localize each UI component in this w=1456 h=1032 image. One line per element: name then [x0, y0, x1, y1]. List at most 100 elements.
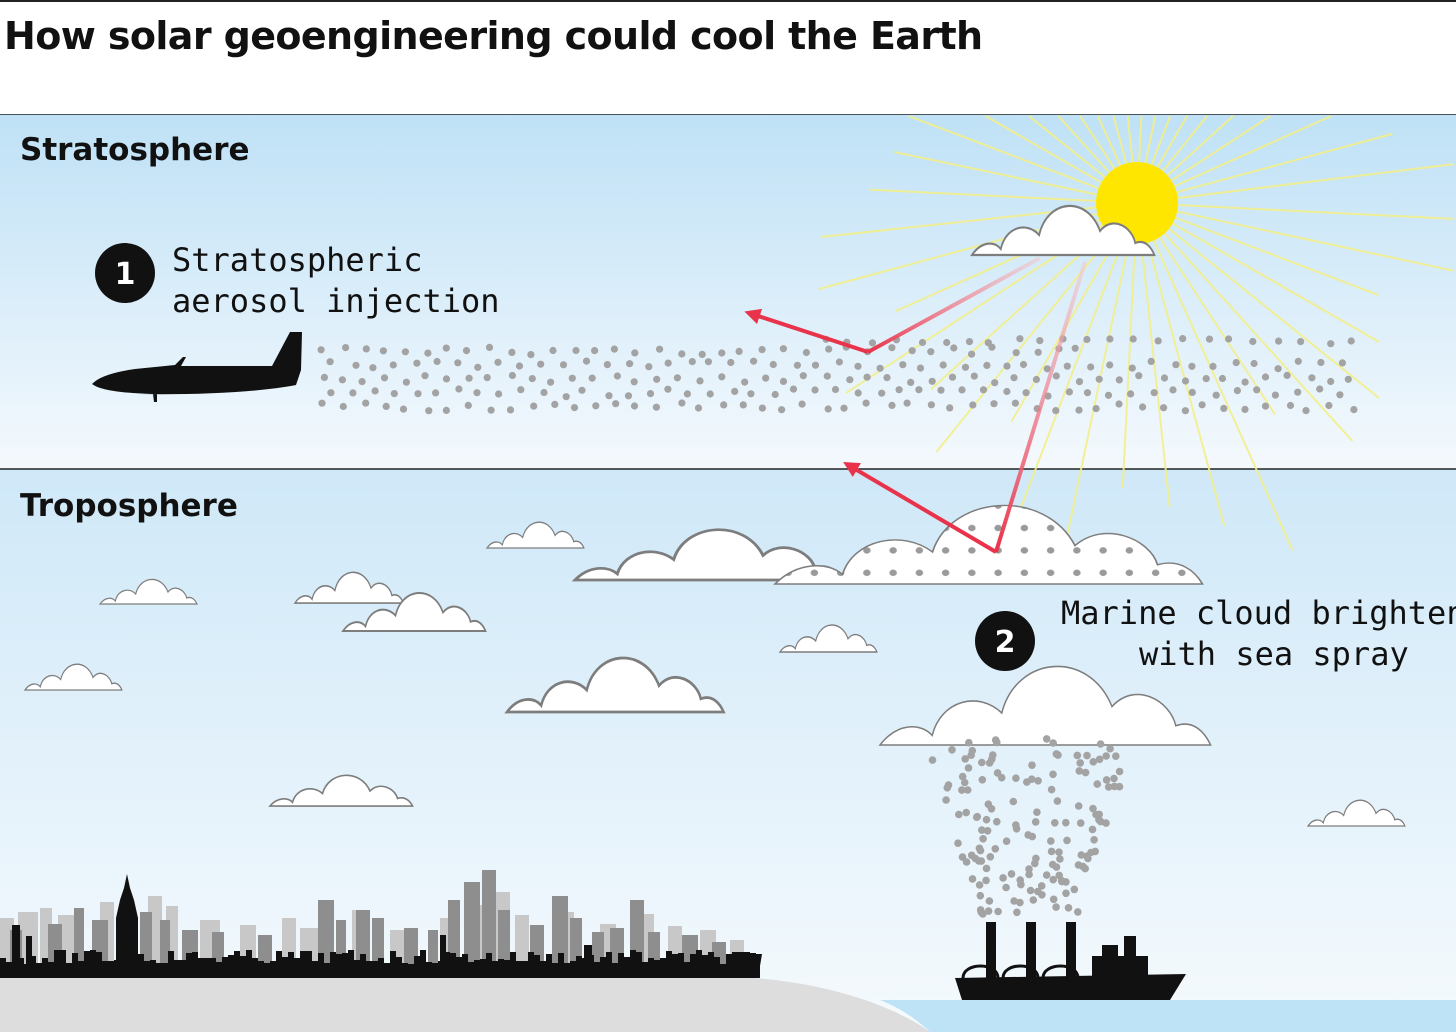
aerosol-dot	[769, 360, 777, 369]
aerosol-dot	[442, 375, 451, 383]
spray-dot	[1088, 825, 1097, 834]
aerosol-dot	[582, 357, 591, 365]
aerosol-dot	[1052, 372, 1060, 380]
spray-dot	[961, 755, 969, 763]
aerosol-dot	[1338, 359, 1346, 367]
aerosol-dot	[825, 345, 833, 353]
spray-dot	[1110, 774, 1118, 783]
airplane-icon	[92, 332, 302, 402]
aerosol-dot	[928, 377, 936, 385]
aerosol-dot	[961, 363, 970, 371]
aerosol-dot	[588, 374, 596, 382]
spray-dot	[1102, 752, 1110, 760]
spray-dot	[1012, 821, 1020, 829]
aerosol-dot	[549, 346, 557, 355]
tower-dark	[12, 925, 20, 966]
spray-dot	[1032, 854, 1040, 863]
aerosol-dot	[425, 407, 433, 415]
aerosol-dot	[673, 374, 682, 382]
aerosol-dot	[1075, 378, 1084, 386]
aerosol-dot	[572, 346, 580, 355]
aerosol-dot	[612, 400, 620, 408]
building-mid	[448, 900, 460, 966]
ground	[0, 978, 930, 1032]
aerosol-dot	[698, 350, 706, 358]
spray-dot	[1115, 782, 1124, 791]
tower-dark	[26, 936, 32, 966]
spray-dot	[1115, 767, 1124, 776]
spray-dot	[978, 758, 986, 767]
spray-dot	[1087, 848, 1095, 857]
aerosol-dot	[1095, 375, 1103, 383]
aerosol-dot	[895, 386, 903, 394]
aerosol-dot	[831, 385, 840, 394]
aerosol-dot	[1198, 401, 1206, 409]
aerosol-dot	[1092, 405, 1100, 413]
ship-pipes	[961, 964, 1080, 979]
aerosol-dot	[421, 372, 429, 380]
sun-ray	[1136, 202, 1455, 220]
aerosol-dot	[823, 372, 831, 380]
aerosol-dot	[1209, 362, 1217, 370]
spray-dot	[1010, 897, 1018, 905]
spray-dot	[1051, 819, 1059, 827]
aerosol-dot	[1150, 389, 1158, 397]
building-mid	[570, 918, 582, 966]
spray-dot	[1063, 836, 1071, 845]
aerosol-dot	[683, 390, 692, 398]
aerosol-dot	[846, 376, 854, 384]
aerosol-dot	[1172, 361, 1180, 369]
spray-dot	[1056, 855, 1064, 863]
aerosol-dot	[530, 402, 538, 410]
spray-dot	[1025, 870, 1033, 879]
spray-dot	[994, 907, 1002, 916]
stratosphere-label: Stratosphere	[20, 132, 250, 168]
aerosol-dot	[1232, 359, 1240, 367]
spray-dot	[1026, 886, 1035, 895]
aerosol-dot	[1032, 375, 1040, 384]
skyline-base	[0, 950, 762, 978]
method-2-number: 2	[995, 625, 1016, 660]
sun-ray	[1136, 163, 1455, 204]
aerosol-dot	[799, 372, 807, 380]
spray-dot	[1049, 770, 1057, 779]
building-mid	[482, 870, 496, 966]
aerosol-dot	[789, 385, 798, 393]
spray-dot	[1074, 802, 1083, 810]
aerosol-dot	[462, 347, 471, 355]
incoming-beam-2	[994, 261, 1087, 553]
spray-dot	[1037, 882, 1046, 890]
aerosol-dot	[704, 358, 713, 366]
aerosol-dot	[927, 401, 936, 409]
geoengineering-diagram: Stratosphere Troposphere 1 Stratospheric…	[0, 114, 1456, 1032]
aerosol-dot	[1225, 335, 1233, 343]
aerosol-dot	[1316, 385, 1324, 393]
aerosol-dot	[656, 345, 664, 353]
spray-dot	[1106, 744, 1114, 753]
aerosol-dot	[371, 387, 379, 395]
aerosol-dot	[646, 390, 655, 398]
aerosol-dot	[1218, 374, 1227, 383]
aerosol-dot	[320, 373, 328, 381]
spray-dot	[1052, 750, 1061, 758]
aerosol-dot	[1271, 391, 1279, 399]
reflection-arrows	[744, 256, 1087, 554]
aerosol-dot	[811, 386, 819, 394]
building-mid	[336, 920, 346, 966]
spray-dot	[960, 778, 969, 787]
method-1-badge: 1	[95, 243, 155, 303]
aerosol-dot	[1249, 337, 1257, 346]
aerosol-dot	[1139, 403, 1147, 411]
aerosol-dot	[1327, 340, 1335, 348]
aerosol-dot	[517, 386, 525, 394]
spray-dot	[991, 736, 1000, 744]
aerosol-dot	[578, 386, 586, 394]
spray-dot	[1070, 885, 1079, 894]
sun-ray	[869, 188, 1138, 204]
aerosol-dot	[908, 347, 916, 355]
spray-dot	[1093, 780, 1102, 788]
spray-dot	[1028, 761, 1036, 769]
aerosol-dot	[915, 386, 923, 394]
aerosol-dot	[1115, 376, 1123, 384]
top-rule	[0, 0, 1456, 2]
